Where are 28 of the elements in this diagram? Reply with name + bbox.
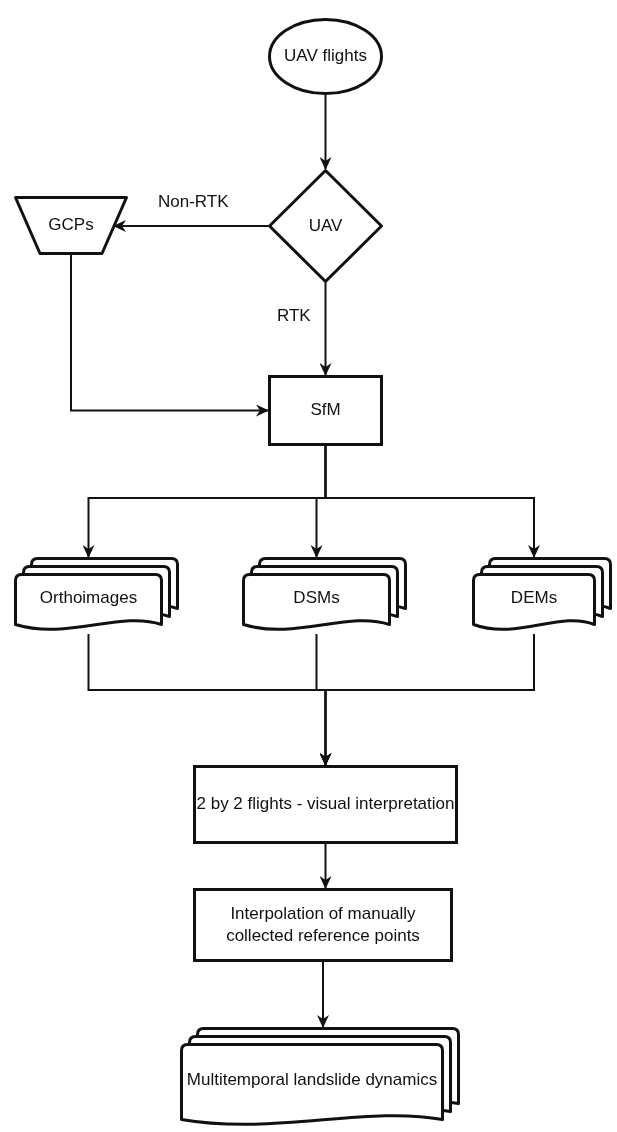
node-label: Interpolation of manually collected reference points bbox=[225, 902, 421, 947]
process-box bbox=[193, 888, 453, 962]
multi-document-shape bbox=[180, 1027, 460, 1128]
manual-operation-shape bbox=[14, 196, 128, 255]
node-label: Multitemporal landslide dynamics bbox=[186, 1069, 438, 1092]
node-label: 2 by 2 flights - visual interpretation bbox=[196, 793, 455, 816]
node-label: DSMs bbox=[293, 586, 340, 609]
process-box bbox=[268, 375, 383, 446]
process-box bbox=[193, 765, 458, 844]
start-ellipse bbox=[268, 18, 383, 95]
arrow bbox=[319, 94, 332, 170]
arrow bbox=[319, 282, 332, 376]
arrow bbox=[319, 633, 535, 766]
node-label: GCPs bbox=[48, 214, 94, 237]
node-label: Orthoimages bbox=[39, 586, 138, 609]
multi-document-shape bbox=[472, 557, 612, 633]
decision-diamond bbox=[268, 169, 383, 283]
arrow bbox=[317, 961, 329, 1028]
node-label: DEMs bbox=[510, 586, 558, 609]
arrow bbox=[70, 254, 269, 417]
node-label: UAV bbox=[308, 214, 343, 237]
multi-document-shape bbox=[14, 557, 179, 633]
node-label: UAV flights bbox=[284, 45, 367, 68]
arrow bbox=[319, 843, 332, 889]
node-label: SfM bbox=[310, 399, 341, 422]
arrow bbox=[113, 220, 269, 232]
arrow bbox=[324, 445, 540, 558]
multi-document-shape bbox=[242, 557, 407, 633]
